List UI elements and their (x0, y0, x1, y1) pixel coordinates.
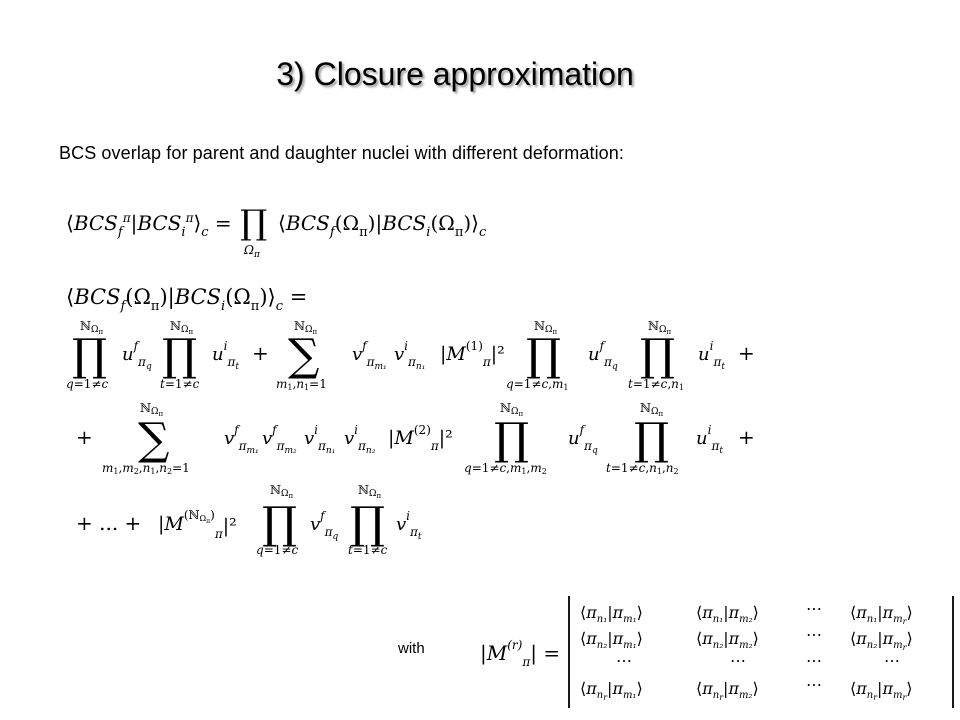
svg-text:∏: ∏ (162, 330, 197, 381)
svg-text:t=1≠c,n1,n2: t=1≠c,n1,n2 (606, 461, 679, 476)
svg-text:∏: ∏ (72, 330, 107, 381)
svg-text:viπn₁: viπn₁ (304, 423, 335, 456)
svg-text:∏: ∏ (526, 330, 561, 381)
svg-text:⟨πnr|πmr⟩: ⟨πnr|πmr⟩ (850, 679, 913, 702)
svg-text:⋯: ⋯ (884, 651, 900, 670)
slide-title: 3) Closure approximation (276, 56, 634, 92)
svg-text:q=1≠c: q=1≠c (66, 377, 108, 391)
equation-expansion-term-two: + ℕΩπ ∑ m1,m2,n1,n2=1 vfπm₁ vfπm₂ viπn₁ … (76, 401, 755, 476)
svg-text:⟨BCSf(Ωπ)|BCSi(Ωπ)⟩c =: ⟨BCSf(Ωπ)|BCSi(Ωπ)⟩c = (66, 285, 307, 314)
equation-expansion-term-zero-one: ℕΩπ ∏ q=1≠c ufπq ℕΩπ ∏ t=1≠c uiπt + ℕΩπ … (66, 319, 755, 392)
svg-text:+: + (76, 425, 93, 449)
svg-text:+ ... +: + ... + (76, 511, 141, 535)
svg-text:uiπt: uiπt (212, 339, 239, 372)
svg-text:vfπm₁: vfπm₁ (352, 339, 387, 372)
svg-text:+: + (738, 341, 755, 365)
svg-text:∏: ∏ (350, 498, 385, 549)
svg-text:q=1≠c,m1: q=1≠c,m1 (506, 377, 568, 392)
svg-text:t=1≠c,n1: t=1≠c,n1 (628, 377, 684, 392)
svg-text:vfπq: vfπq (310, 509, 339, 542)
svg-text:uiπt: uiπt (698, 339, 725, 372)
svg-text:|M(1)π|²: |M(1)π|² (440, 339, 505, 369)
svg-text:⟨πnr|πm₁⟩: ⟨πnr|πm₁⟩ (580, 679, 643, 702)
svg-text:+: + (252, 341, 269, 365)
svg-text:m1,n1=1: m1,n1=1 (276, 377, 327, 392)
svg-text:ufπq: ufπq (588, 339, 618, 372)
svg-text:viπt: viπt (396, 509, 422, 542)
svg-text:⋯: ⋯ (616, 651, 632, 670)
svg-text:⟨πn₂|πm₁⟩: ⟨πn₂|πm₁⟩ (580, 629, 643, 651)
svg-text:∑: ∑ (138, 414, 169, 465)
equation-bcs-overlap-product: ⟨BCSfπ|BCSiπ⟩c = ∏ Ωπ ⟨BCSf(Ωπ)|BCSi(Ωπ)… (66, 203, 487, 260)
equation-expansion-term-last: + ... + |M(ℕΩπ)π|² ℕΩπ ∏ q=1≠c vfπq ℕΩπ … (76, 483, 422, 557)
svg-text:+: + (738, 425, 755, 449)
svg-text:vfπm₂: vfπm₂ (262, 423, 297, 456)
svg-text:viπn₂: viπn₂ (344, 423, 376, 456)
svg-text:ufπq: ufπq (122, 339, 152, 372)
svg-text:|M(r)π| =: |M(r)π| = (480, 638, 560, 669)
svg-text:∏: ∏ (240, 203, 267, 243)
svg-text:q=1≠c: q=1≠c (256, 543, 298, 557)
svg-text:⋯: ⋯ (806, 651, 822, 670)
svg-text:Ωπ: Ωπ (243, 243, 261, 260)
equation-overlap-determinant: |M(r)π| = ⟨πn₁|πm₁⟩ ⟨πn₁|πm₂⟩ ⋯ ⟨πn₁|πmr… (480, 596, 954, 708)
with-label: with (398, 640, 425, 657)
svg-text:⟨BCSfπ|BCSiπ⟩c =: ⟨BCSfπ|BCSiπ⟩c = (66, 211, 232, 240)
svg-text:viπn₁: viπn₁ (394, 339, 425, 372)
svg-text:⟨πnr|πm₂⟩: ⟨πnr|πm₂⟩ (696, 679, 759, 702)
svg-text:⟨πn₁|πm₁⟩: ⟨πn₁|πm₁⟩ (580, 603, 643, 625)
svg-text:∏: ∏ (494, 414, 529, 465)
svg-text:m1,m2,n1,n2=1: m1,m2,n1,n2=1 (102, 461, 190, 476)
svg-text:t=1≠c: t=1≠c (160, 377, 200, 391)
svg-text:⟨πn₁|πm₂⟩: ⟨πn₁|πm₂⟩ (696, 603, 759, 625)
svg-text:⋯: ⋯ (806, 625, 822, 644)
svg-text:⟨πn₂|πm₂⟩: ⟨πn₂|πm₂⟩ (696, 629, 759, 651)
svg-text:⟨BCSf(Ωπ)|BCSi(Ωπ)⟩c: ⟨BCSf(Ωπ)|BCSi(Ωπ)⟩c (278, 211, 487, 240)
svg-text:∏: ∏ (640, 330, 675, 381)
svg-text:∏: ∏ (634, 414, 669, 465)
svg-text:∏: ∏ (262, 498, 297, 549)
equation-bcs-overlap-expansion-lhs: ⟨BCSf(Ωπ)|BCSi(Ωπ)⟩c = (66, 285, 307, 314)
svg-text:⋯: ⋯ (806, 599, 822, 618)
svg-text:ufπq: ufπq (568, 423, 598, 456)
svg-text:⟨πn₁|πmr⟩: ⟨πn₁|πmr⟩ (850, 603, 913, 626)
svg-text:|M(ℕΩπ)π|²: |M(ℕΩπ)π|² (158, 508, 237, 541)
svg-text:t=1≠c: t=1≠c (348, 543, 388, 557)
svg-text:q=1≠c,m1,m2: q=1≠c,m1,m2 (464, 461, 547, 476)
svg-text:uiπt: uiπt (696, 423, 723, 456)
svg-text:|M(2)π|²: |M(2)π|² (388, 423, 453, 453)
svg-text:⋯: ⋯ (730, 651, 746, 670)
svg-text:⋯: ⋯ (806, 675, 822, 694)
svg-text:∑: ∑ (288, 330, 319, 381)
slide-subtitle: BCS overlap for parent and daughter nucl… (59, 143, 624, 163)
svg-text:vfπm₁: vfπm₁ (224, 423, 259, 456)
svg-text:⟨πn₂|πmr⟩: ⟨πn₂|πmr⟩ (850, 629, 913, 652)
